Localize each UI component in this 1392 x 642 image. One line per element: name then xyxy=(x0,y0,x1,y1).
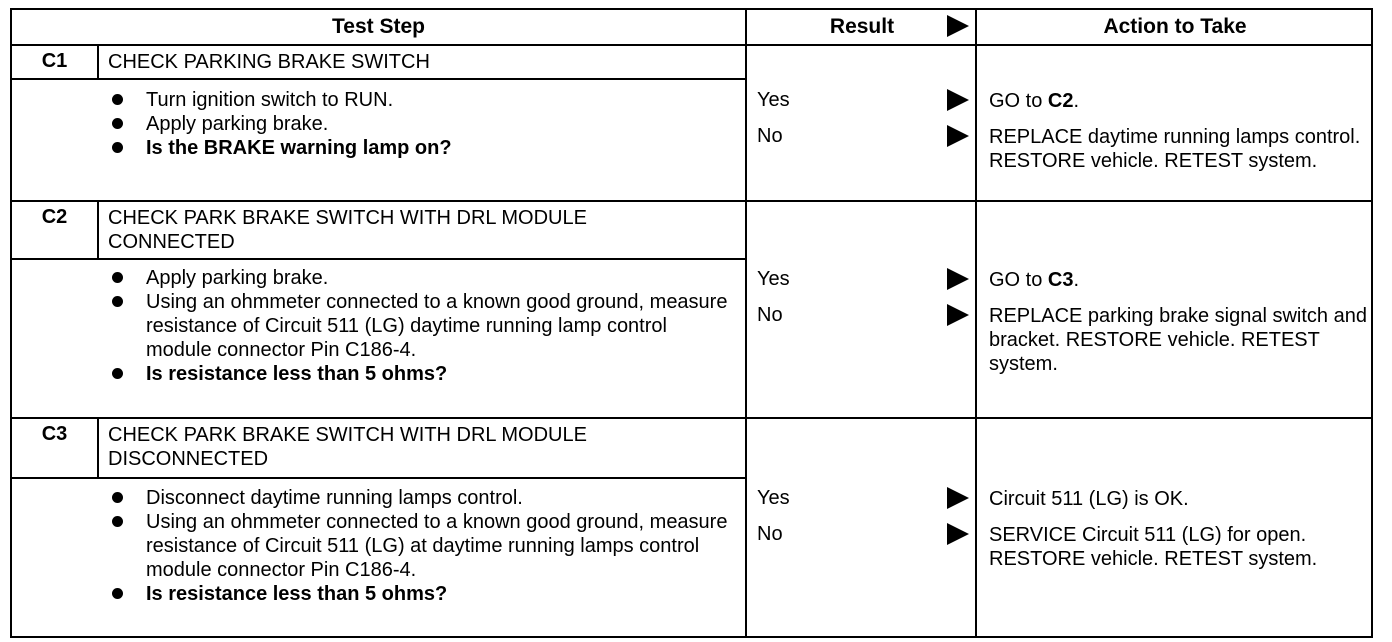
list-item: Disconnect daytime running lamps control… xyxy=(108,486,738,510)
arrow-icon xyxy=(947,268,969,290)
diagnostic-table: Test Step Result Action to Take C1 CHECK… xyxy=(10,8,1373,638)
list-item: Turn ignition switch to RUN. xyxy=(108,88,738,112)
list-item: Is resistance less than 5 ohms? xyxy=(108,362,738,386)
step-c3: C3 CHECK PARK BRAKE SWITCH WITH DRL MODU… xyxy=(12,419,1371,636)
bullet-icon xyxy=(112,492,123,503)
step-instructions: Turn ignition switch to RUN. Apply parki… xyxy=(108,88,738,160)
result-no: No xyxy=(757,304,977,330)
divider xyxy=(97,46,99,78)
divider xyxy=(97,419,99,477)
result-yes: Yes xyxy=(757,487,977,513)
divider xyxy=(12,258,745,260)
result-no: No xyxy=(757,125,977,151)
step-c2: C2 CHECK PARK BRAKE SWITCH WITH DRL MODU… xyxy=(12,202,1371,419)
header-action: Action to Take xyxy=(1103,15,1247,38)
list-item: Is the BRAKE warning lamp on? xyxy=(108,136,738,160)
step-title: CHECK PARKING BRAKE SWITCH xyxy=(108,51,430,73)
bullet-icon xyxy=(112,94,123,105)
arrow-icon xyxy=(947,487,969,509)
step-instructions: Disconnect daytime running lamps control… xyxy=(108,486,738,606)
arrow-icon xyxy=(947,15,969,37)
divider xyxy=(12,78,745,80)
action-no: REPLACE daytime running lamps control. R… xyxy=(989,126,1361,172)
result-yes: Yes xyxy=(757,89,977,115)
header-test-step: Test Step xyxy=(332,15,425,38)
list-item: Using an ohmmeter connected to a known g… xyxy=(108,290,738,362)
bullet-icon xyxy=(112,516,123,527)
list-item: Apply parking brake. xyxy=(108,266,738,290)
divider xyxy=(97,202,99,258)
bullet-icon xyxy=(112,296,123,307)
step-number: C1 xyxy=(41,50,68,72)
list-item: Apply parking brake. xyxy=(108,112,738,136)
bullet-icon xyxy=(112,118,123,129)
header-result: Result xyxy=(829,15,895,38)
arrow-icon xyxy=(947,89,969,111)
bullet-icon xyxy=(112,142,123,153)
action-yes: Circuit 511 (LG) is OK. xyxy=(989,488,1189,510)
arrow-icon xyxy=(947,304,969,326)
divider xyxy=(745,10,747,636)
step-title: CHECK PARK BRAKE SWITCH WITH DRL MODULE … xyxy=(108,207,587,253)
step-c1: C1 CHECK PARKING BRAKE SWITCH Turn ignit… xyxy=(12,46,1371,202)
divider xyxy=(975,10,977,636)
step-number: C3 xyxy=(41,423,68,445)
bullet-icon xyxy=(112,588,123,599)
list-item: Is resistance less than 5 ohms? xyxy=(108,582,738,606)
action-no: SERVICE Circuit 511 (LG) for open. RESTO… xyxy=(989,524,1318,570)
result-yes: Yes xyxy=(757,268,977,294)
table-header: Test Step Result Action to Take xyxy=(12,10,1371,46)
arrow-icon xyxy=(947,125,969,147)
list-item: Using an ohmmeter connected to a known g… xyxy=(108,510,738,582)
bullet-icon xyxy=(112,368,123,379)
step-instructions: Apply parking brake. Using an ohmmeter c… xyxy=(108,266,738,386)
action-yes: GO to C3. xyxy=(989,269,1080,291)
divider xyxy=(12,477,745,479)
action-yes: GO to C2. xyxy=(989,90,1080,112)
step-number: C2 xyxy=(41,206,68,228)
action-no: REPLACE parking brake signal switch and … xyxy=(989,305,1367,375)
bullet-icon xyxy=(112,272,123,283)
arrow-icon xyxy=(947,523,969,545)
step-title: CHECK PARK BRAKE SWITCH WITH DRL MODULE … xyxy=(108,424,587,470)
result-no: No xyxy=(757,523,977,549)
